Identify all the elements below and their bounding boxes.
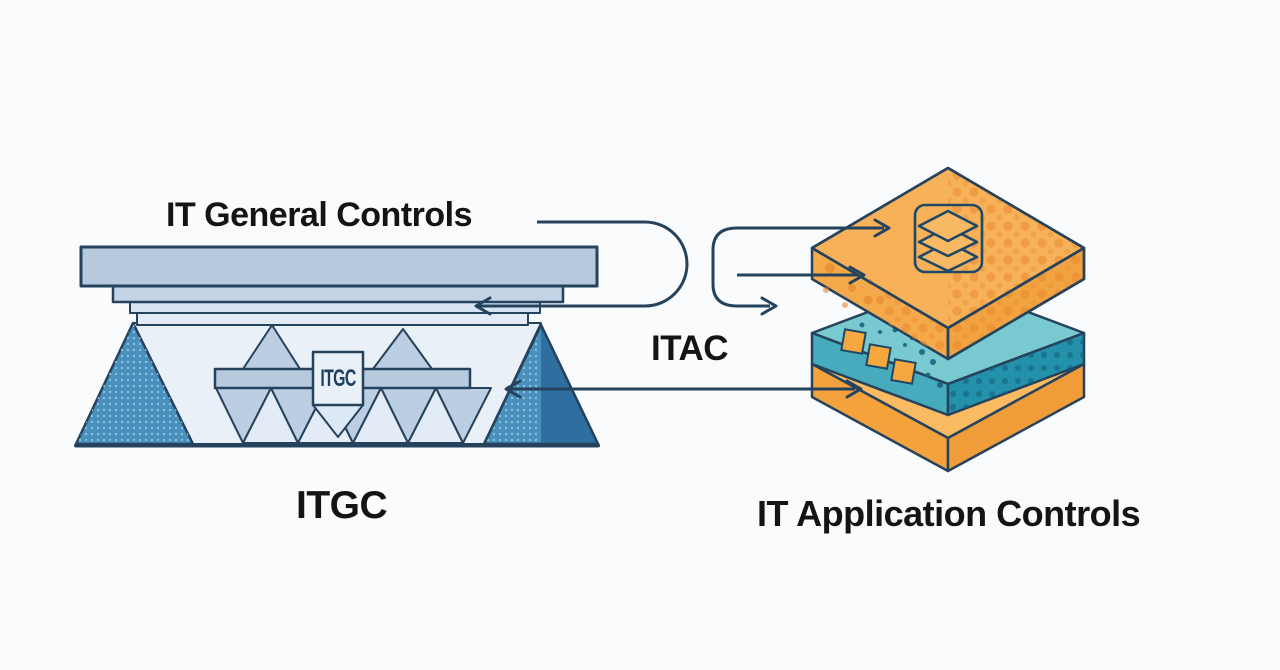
arrow-title-to-bridge — [474, 220, 689, 316]
bridge-deck — [79, 245, 599, 288]
stack-layer-top — [810, 166, 1086, 361]
connector-arrows — [474, 218, 891, 399]
itgc-bridge-illustration — [74, 245, 600, 448]
arrow-to-top-layer-front — [737, 265, 866, 285]
teal-front-squares — [840, 328, 917, 385]
arrow-bracket-to-top-layer — [711, 218, 891, 316]
arrow-bridge-to-bottom-layer — [504, 379, 863, 399]
stacked-layers-icon — [913, 203, 984, 274]
pier-triangle-right — [482, 323, 600, 446]
itac-caption-label: IT Application Controls — [757, 493, 1141, 534]
itgc-box-label: ITGC — [320, 364, 356, 392]
itgc-caption-label: ITGC — [296, 484, 388, 527]
itgc-title-label: IT General Controls — [166, 196, 473, 234]
itac-label: ITAC — [651, 329, 729, 368]
itac-stack-illustration — [810, 166, 1086, 473]
deck-sub-bar — [111, 284, 565, 304]
itgc-box — [311, 350, 365, 407]
